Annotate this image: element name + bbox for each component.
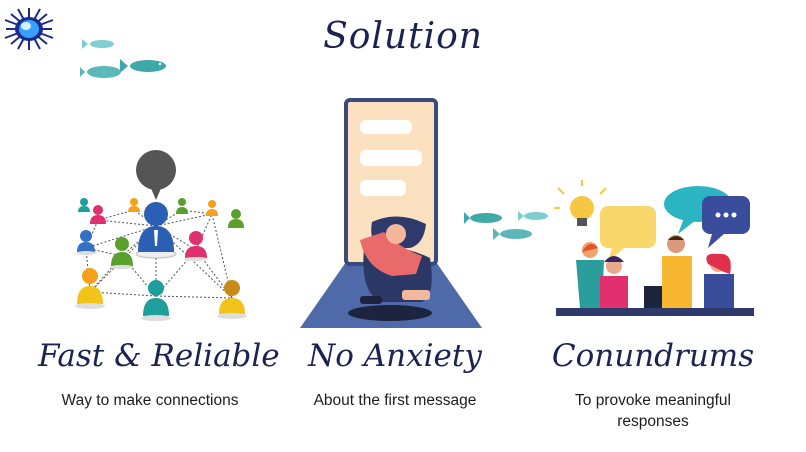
page-title: Solution (323, 16, 483, 57)
speech-bubble-icon (600, 206, 656, 262)
logo-icon (2, 6, 56, 52)
person-icon (128, 198, 140, 212)
person-icon (78, 198, 90, 212)
person-icon (576, 242, 604, 308)
sad-person-icon (348, 216, 432, 321)
column-subtitle-fast-reliable: Way to make connections (61, 392, 239, 409)
person-icon (662, 235, 692, 308)
fish-icon (518, 211, 548, 221)
anxiety-illustration (300, 98, 482, 330)
person-icon (600, 256, 628, 308)
column-subtitle-conundrums: To provoke meaningful responses (575, 392, 731, 430)
fish-icon (464, 212, 502, 224)
person-icon (90, 205, 106, 224)
person-icon (228, 209, 244, 228)
chat-bubble-icon (360, 150, 422, 166)
chat-bubble-icon (360, 180, 406, 196)
chat-dots-icon (702, 196, 750, 248)
chat-bubble-icon (360, 120, 412, 134)
fish-icon (82, 39, 114, 49)
fish-group-top (80, 34, 180, 86)
fish-group-middle (462, 206, 562, 246)
person-icon (141, 280, 171, 321)
network-illustration (44, 148, 256, 328)
fish-icon (80, 66, 121, 78)
team-illustration (552, 178, 758, 328)
person-icon (110, 237, 134, 269)
lightbulb-icon (554, 180, 607, 226)
person-icon (135, 202, 177, 259)
column-title-no-anxiety: No Anxiety (308, 338, 482, 374)
column-title-fast-reliable: Fast & Reliable (38, 338, 280, 374)
person-icon (176, 198, 188, 214)
fish-icon (493, 228, 532, 240)
person-icon (75, 268, 105, 309)
person-icon (217, 280, 247, 319)
person-icon (184, 231, 208, 261)
person-icon (206, 200, 218, 216)
fish-icon (120, 59, 166, 73)
column-subtitle-no-anxiety: About the first message (313, 392, 477, 409)
column-title-conundrums: Conundrums (551, 338, 755, 374)
speech-bubble-icon (136, 150, 176, 200)
person-icon (704, 253, 734, 308)
person-icon (76, 230, 96, 255)
